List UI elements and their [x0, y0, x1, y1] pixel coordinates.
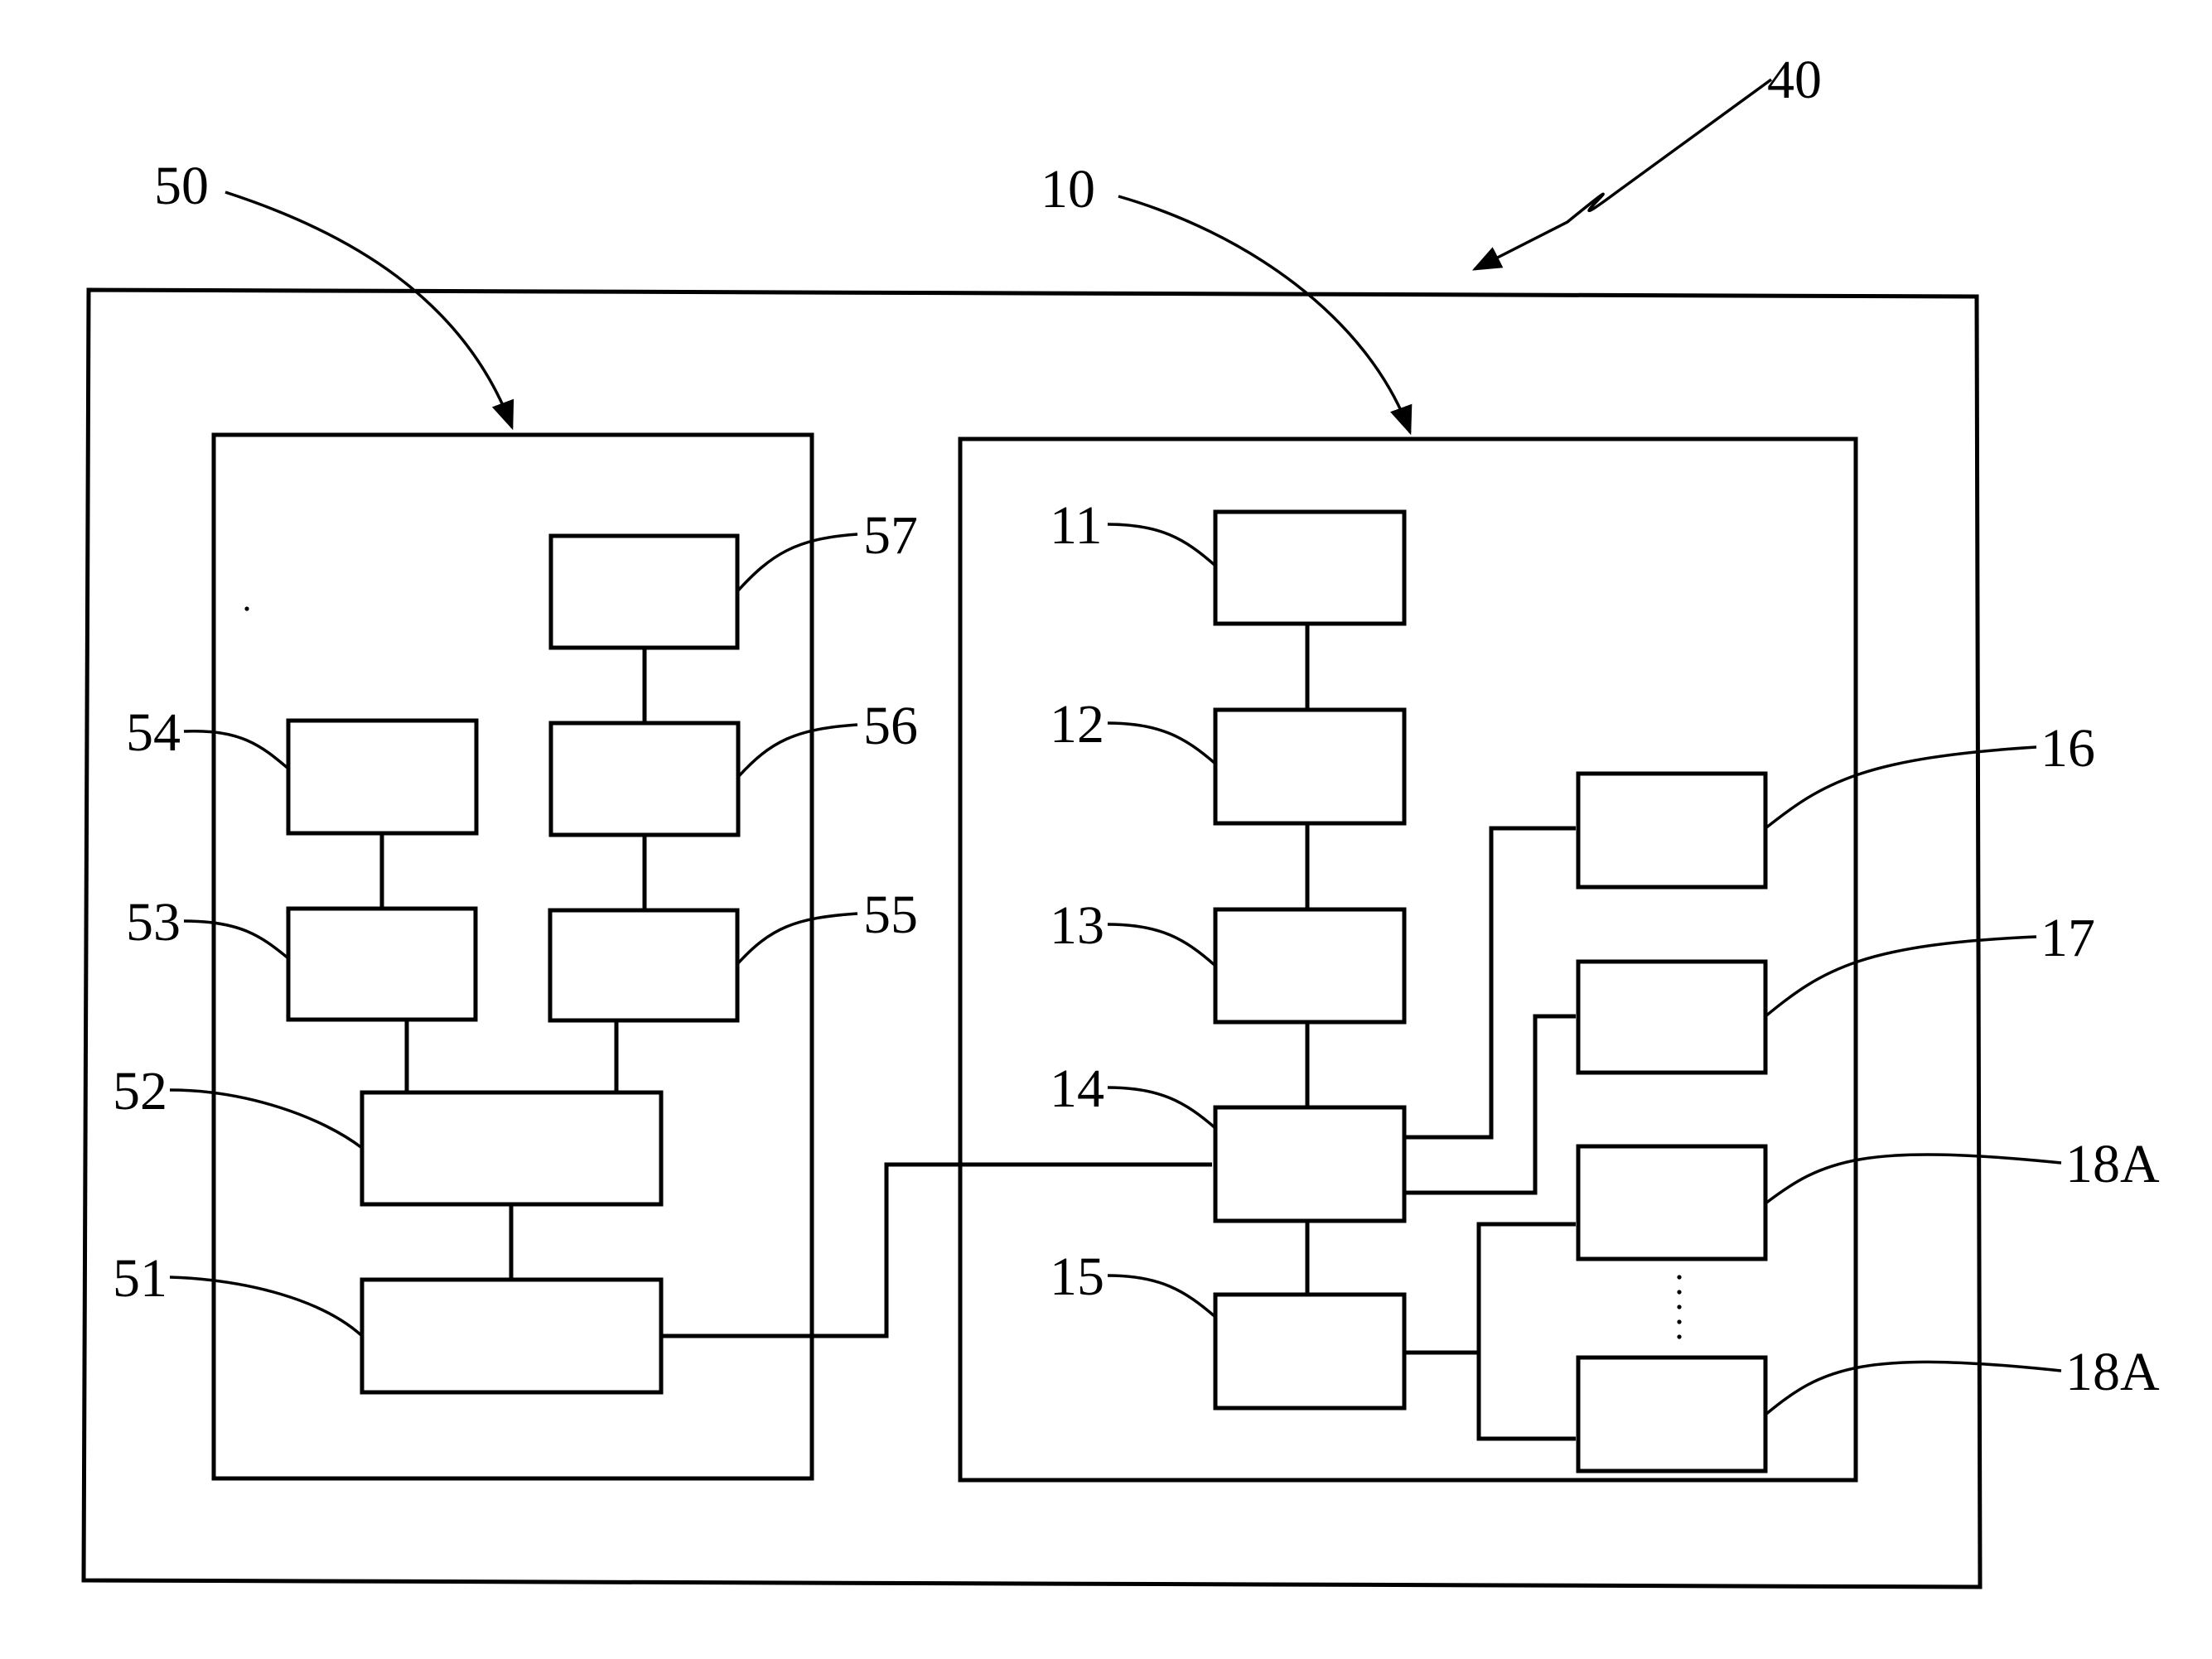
block-15 — [1215, 1295, 1404, 1408]
block-54 — [288, 721, 476, 833]
block-16 — [1578, 774, 1765, 887]
block-51 — [362, 1280, 661, 1392]
label-51: 51 — [113, 1248, 167, 1309]
block-57 — [551, 536, 737, 648]
module-50-pointer — [225, 192, 512, 427]
block-11 — [1215, 512, 1404, 624]
block-14 — [1215, 1107, 1404, 1221]
module-10-pointer — [1118, 196, 1410, 432]
block-53 — [288, 909, 476, 1020]
stray-dot — [244, 606, 249, 610]
label-12: 12 — [1050, 694, 1104, 755]
block-18a-bottom — [1578, 1358, 1765, 1471]
block-13 — [1215, 909, 1404, 1022]
label-50: 50 — [154, 156, 209, 216]
label-18a-bottom: 18A — [2065, 1342, 2160, 1402]
block-12 — [1215, 710, 1404, 823]
label-18a-top: 18A — [2065, 1134, 2160, 1194]
block-56 — [551, 723, 738, 835]
label-14: 14 — [1050, 1059, 1104, 1119]
block-17 — [1578, 962, 1765, 1073]
system-pointer — [1475, 80, 1771, 269]
label-15: 15 — [1050, 1247, 1104, 1307]
label-40: 40 — [1767, 50, 1822, 110]
label-57: 57 — [863, 505, 918, 566]
block-18a-top — [1578, 1146, 1765, 1259]
label-10: 10 — [1041, 159, 1095, 219]
label-54: 54 — [126, 702, 181, 763]
block-55 — [550, 910, 737, 1020]
label-16: 16 — [2041, 718, 2095, 779]
label-55: 55 — [863, 885, 918, 945]
ellipsis-dots — [1677, 1275, 1681, 1338]
label-56: 56 — [863, 696, 918, 756]
label-13: 13 — [1050, 895, 1104, 956]
block-52 — [362, 1092, 661, 1204]
label-52: 52 — [113, 1061, 167, 1121]
label-17: 17 — [2041, 908, 2095, 968]
label-53: 53 — [126, 892, 181, 952]
inter-module-link — [661, 1165, 1212, 1336]
label-11: 11 — [1050, 495, 1103, 556]
